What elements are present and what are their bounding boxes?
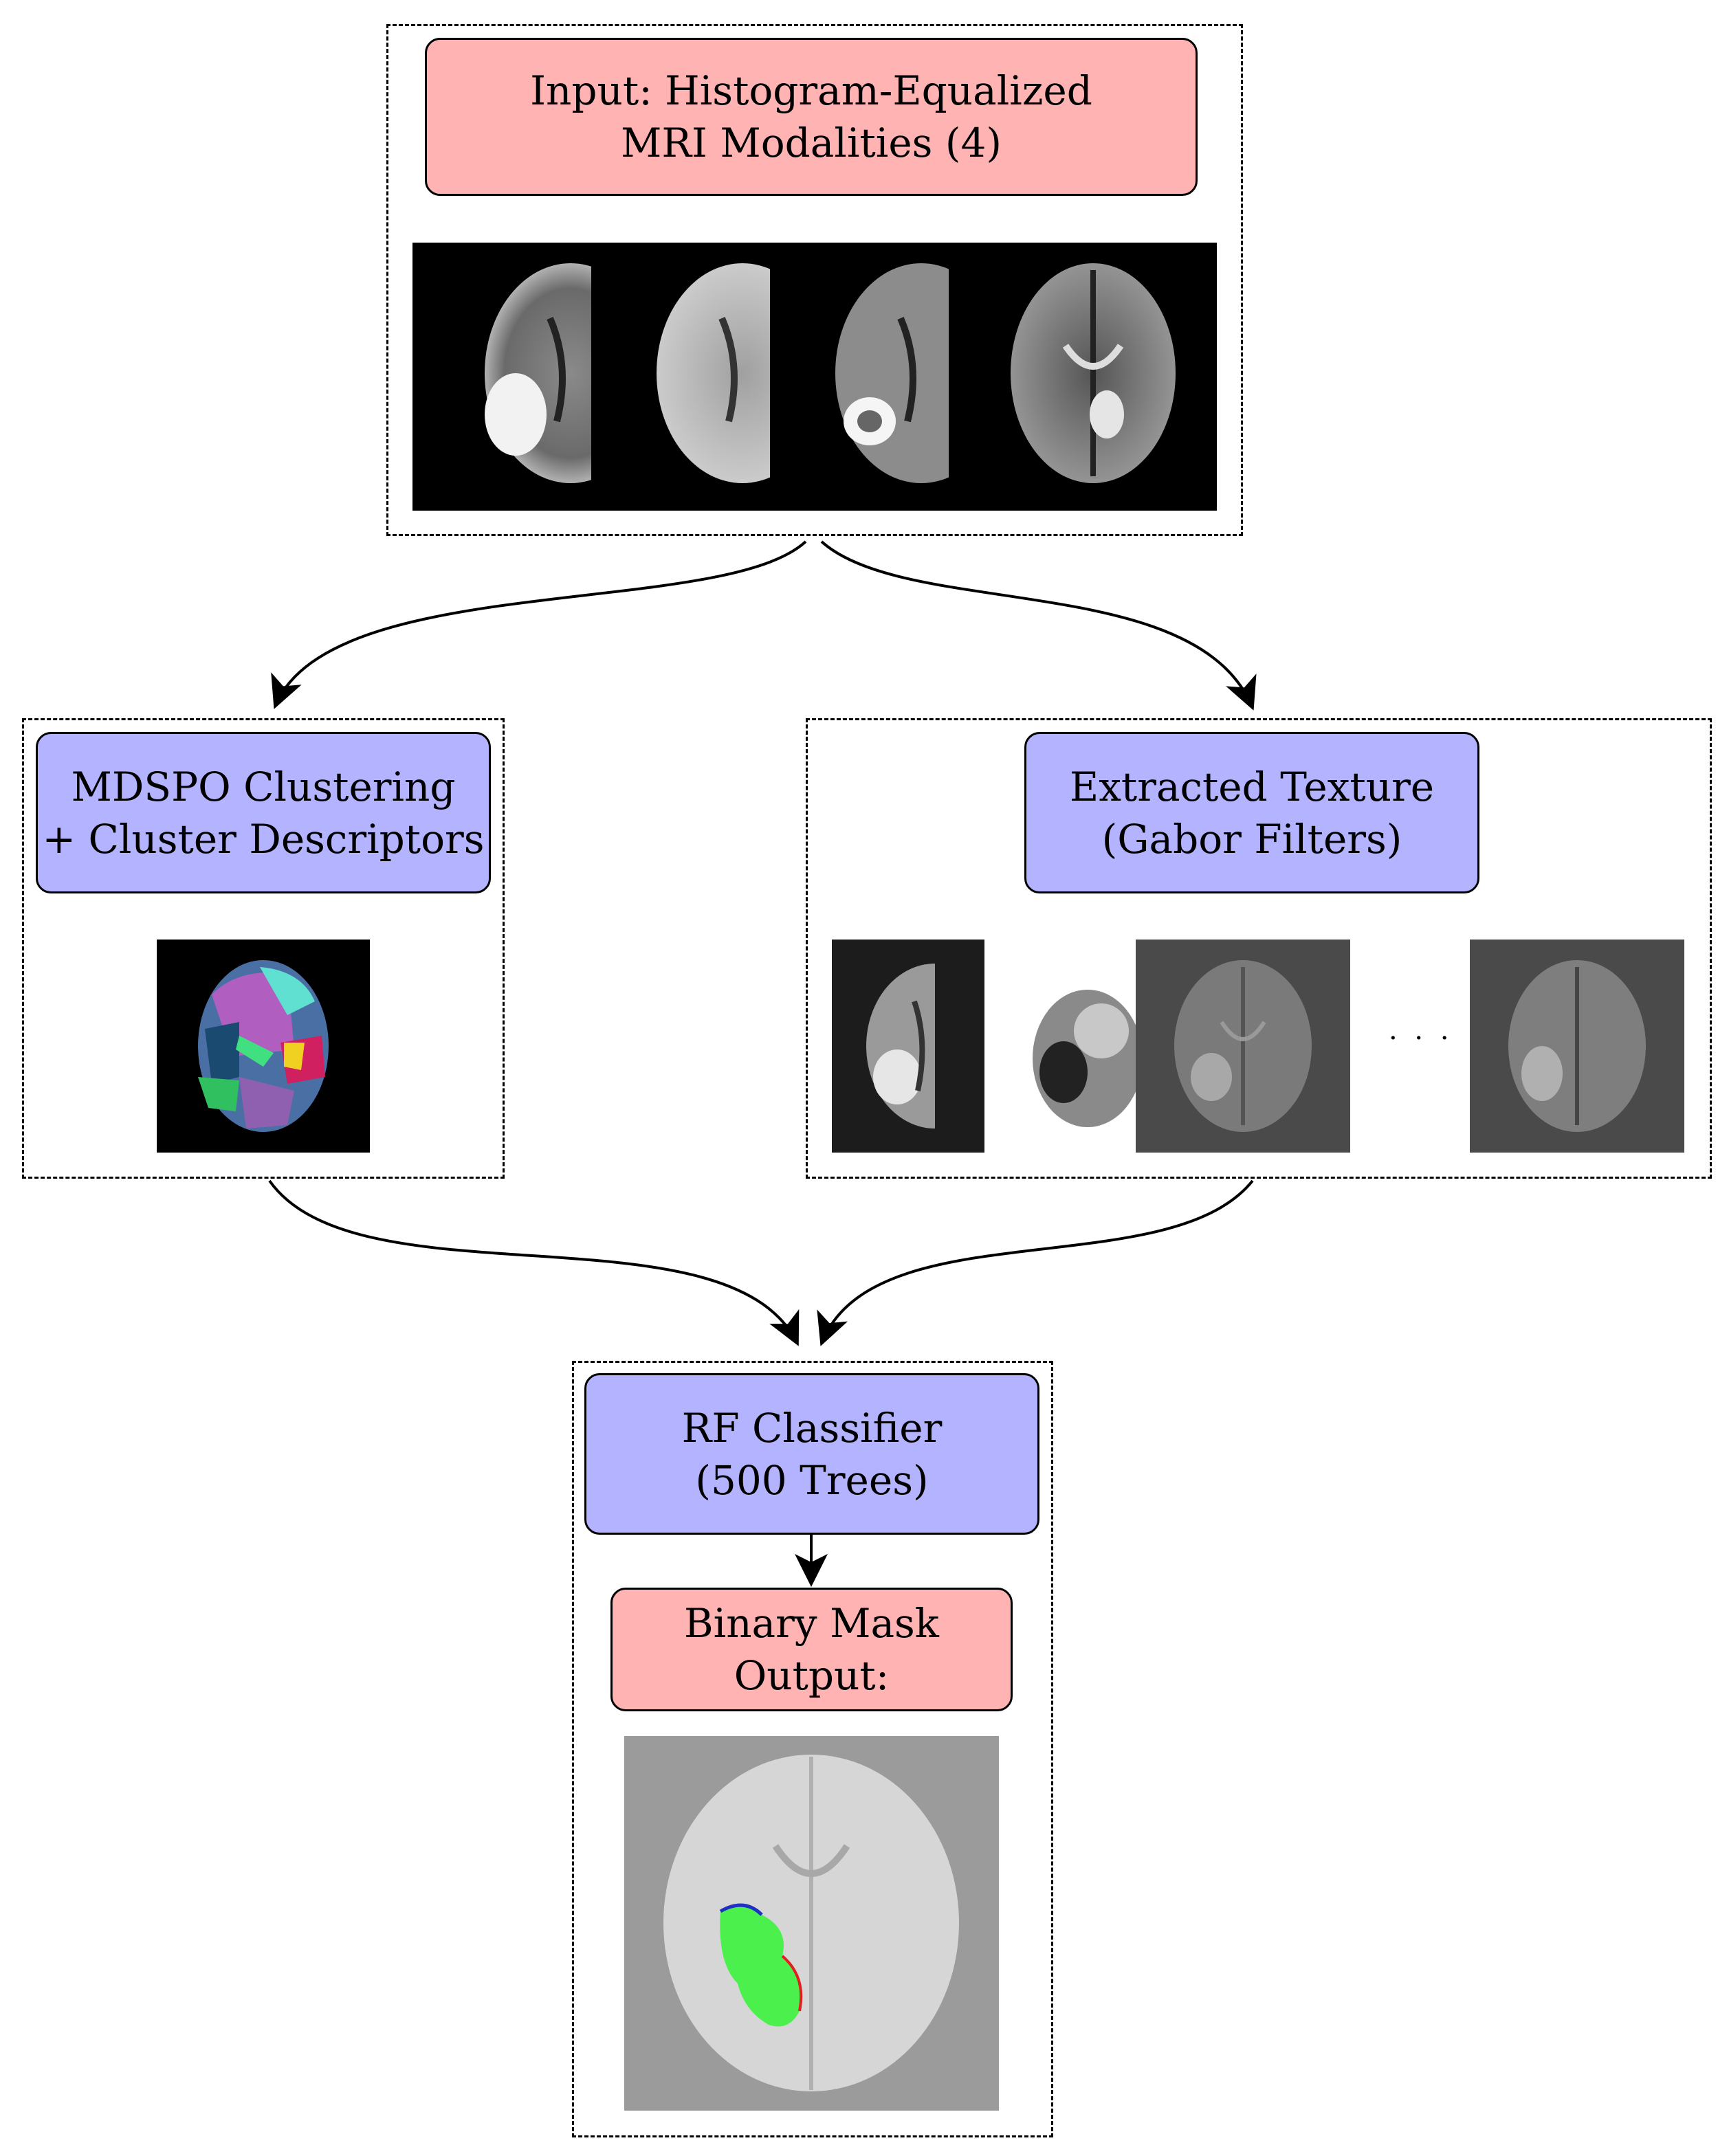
texture-node-line2: (Gabor Filters) (1101, 815, 1402, 863)
mdspo-node-line2: + Cluster Descriptors (42, 815, 485, 863)
gabor-image-3 (1136, 940, 1350, 1153)
gabor-image-4 (1470, 940, 1684, 1153)
arrow-input-to-mdspo (271, 540, 807, 709)
binary-mask-output-image (624, 1736, 999, 2111)
input-node-line2: MRI Modalities (4) (620, 120, 1002, 166)
rf-node-line1: RF Classifier (681, 1404, 943, 1452)
texture-node: Extracted Texture (Gabor Filters) (1024, 732, 1479, 893)
binary-mask-node: Binary Mask Output: (610, 1588, 1013, 1711)
mdspo-group (22, 718, 505, 1179)
cluster-map-image (157, 940, 370, 1153)
input-node-line1: Input: Histogram-Equalized (530, 67, 1092, 114)
arrow-mdspo-to-rf (268, 1179, 800, 1346)
mask-node-line2: Output: (734, 1652, 890, 1699)
texture-group (806, 718, 1712, 1179)
arrow-input-to-texture (820, 540, 1257, 711)
arrow-texture-to-rf (817, 1179, 1254, 1346)
texture-node-line1: Extracted Texture (1069, 763, 1435, 810)
gabor-image-2 (1026, 983, 1143, 1134)
more-filters-ellipsis: · · · (1389, 1023, 1453, 1054)
input-group (386, 24, 1243, 536)
input-node: Input: Histogram-Equalized MRI Modalitie… (425, 38, 1198, 196)
mdspo-node: MDSPO Clustering + Cluster Descriptors (36, 732, 491, 893)
mask-node-line1: Binary Mask (684, 1600, 939, 1647)
classifier-group (572, 1361, 1053, 2137)
mdspo-node-line1: MDSPO Clustering (71, 763, 456, 810)
mri-modalities-image (412, 243, 1217, 511)
rf-node-line2: (500 Trees) (695, 1456, 929, 1504)
gabor-image-1 (832, 940, 984, 1153)
rf-classifier-node: RF Classifier (500 Trees) (584, 1373, 1039, 1535)
